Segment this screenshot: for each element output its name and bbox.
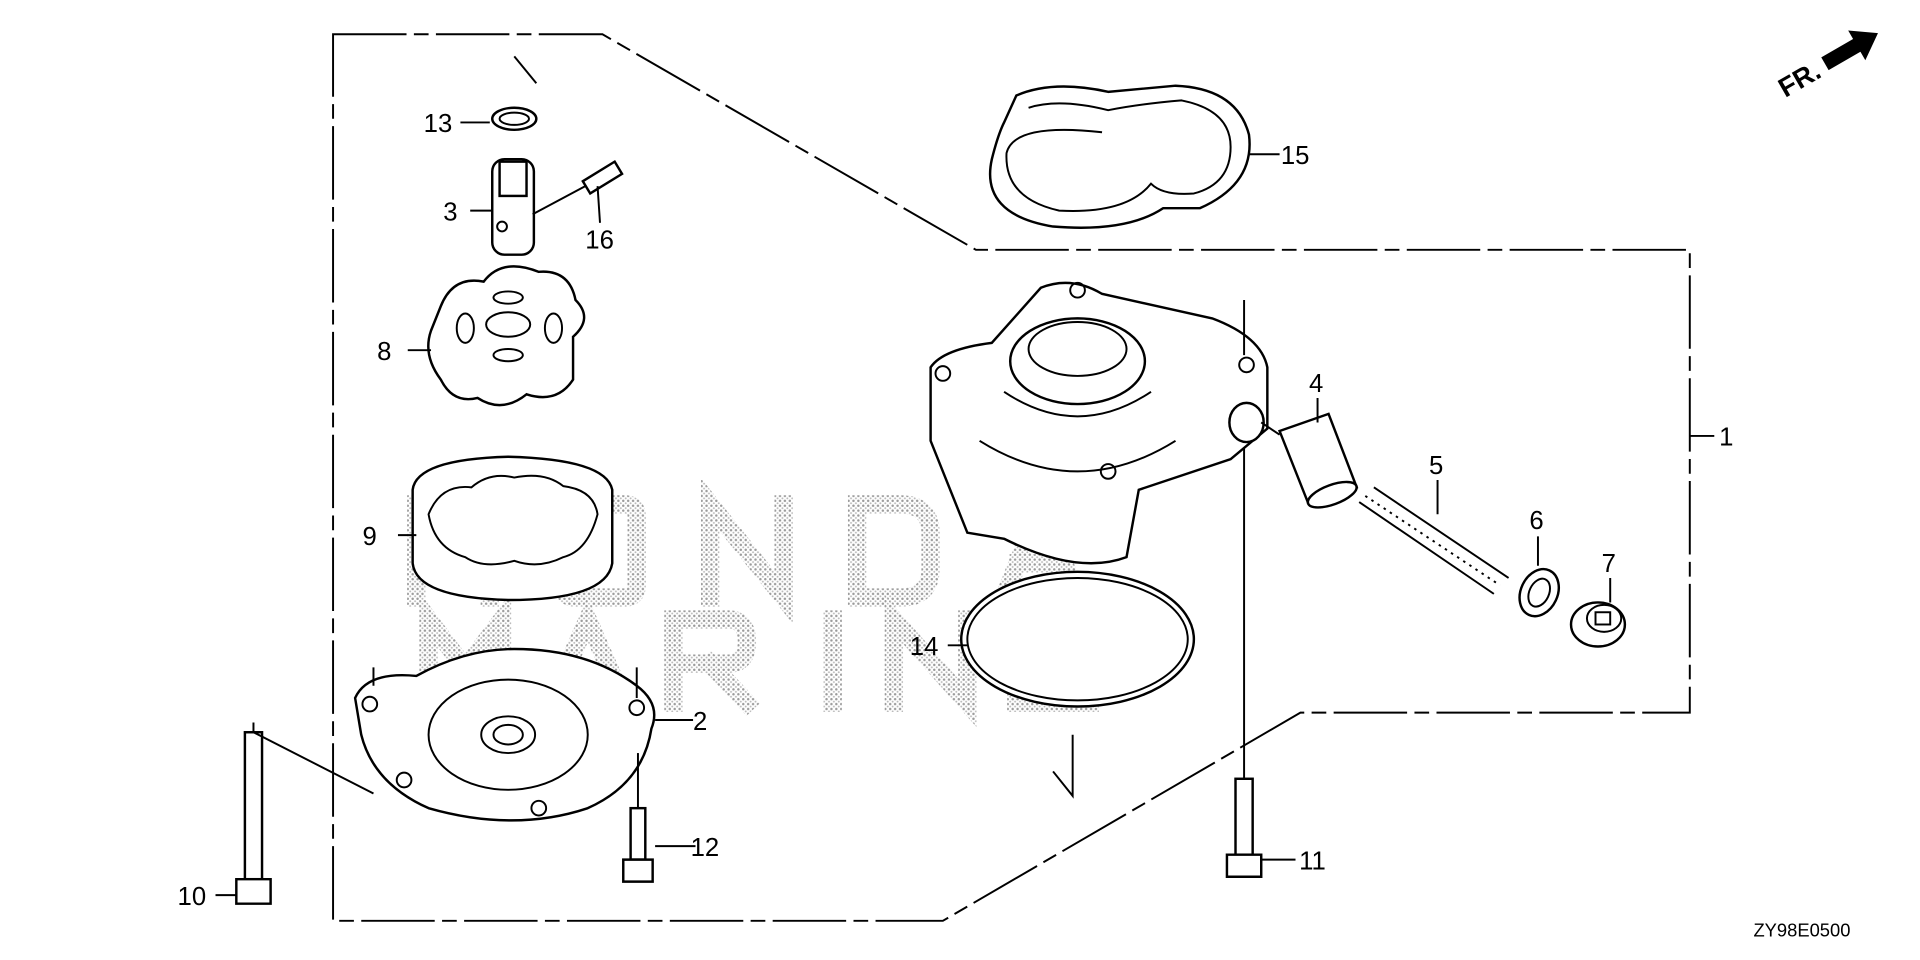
callout-15: 15: [1281, 142, 1310, 170]
leader-lines: [215, 121, 1715, 897]
front-label: FR.: [1773, 55, 1826, 103]
bolt-10: [235, 722, 374, 905]
callout-16: 16: [585, 227, 614, 255]
callout-6: 6: [1529, 507, 1543, 535]
washer-6: [1518, 567, 1561, 618]
callout-7: 7: [1602, 550, 1616, 578]
pump-cover-2: [353, 647, 656, 822]
callout-9: 9: [362, 523, 376, 551]
callout-8: 8: [377, 338, 391, 366]
o-ring-13: [491, 106, 538, 132]
callout-3: 3: [443, 198, 457, 226]
pin-16: [532, 159, 624, 216]
drawing-code: ZY98E0500: [1753, 920, 1850, 941]
spring-5: [1358, 486, 1510, 595]
callout-10: 10: [178, 883, 207, 911]
outer-rotor-9: [411, 455, 614, 602]
front-direction-indicator: FR.: [1773, 30, 1878, 103]
callout-5: 5: [1429, 452, 1443, 480]
relief-valve-4: [1260, 412, 1359, 509]
inner-rotor-8: [427, 265, 586, 407]
pump-body: [929, 281, 1269, 799]
callout-13: 13: [424, 110, 453, 138]
assembly-boundary: [332, 33, 1691, 922]
plug-bolt-7: [1569, 601, 1627, 648]
o-ring-14: [960, 570, 1196, 708]
bolt-12: [622, 753, 654, 883]
shaft-3: [491, 157, 536, 256]
gasket-15: [988, 84, 1251, 229]
callout-11: 11: [1299, 847, 1326, 875]
bolt-11: [1225, 440, 1263, 878]
callout-2: 2: [693, 708, 707, 736]
callout-1: 1: [1719, 424, 1733, 452]
callout-14: 14: [910, 633, 939, 661]
arrow-right-icon: [1821, 30, 1878, 71]
callout-12: 12: [691, 834, 720, 862]
callout-4: 4: [1309, 370, 1323, 398]
